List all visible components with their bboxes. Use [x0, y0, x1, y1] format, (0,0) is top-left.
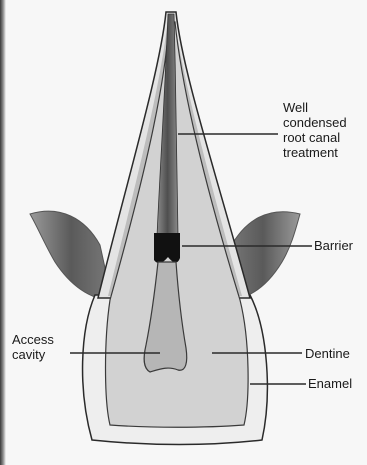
label-access-cavity: Access cavity — [12, 332, 54, 362]
label-dentine: Dentine — [305, 346, 350, 361]
label-enamel: Enamel — [308, 376, 352, 391]
label-barrier: Barrier — [314, 238, 353, 253]
label-root-canal: Well condensed root canal treatment — [283, 100, 347, 160]
bone-left — [30, 211, 112, 300]
